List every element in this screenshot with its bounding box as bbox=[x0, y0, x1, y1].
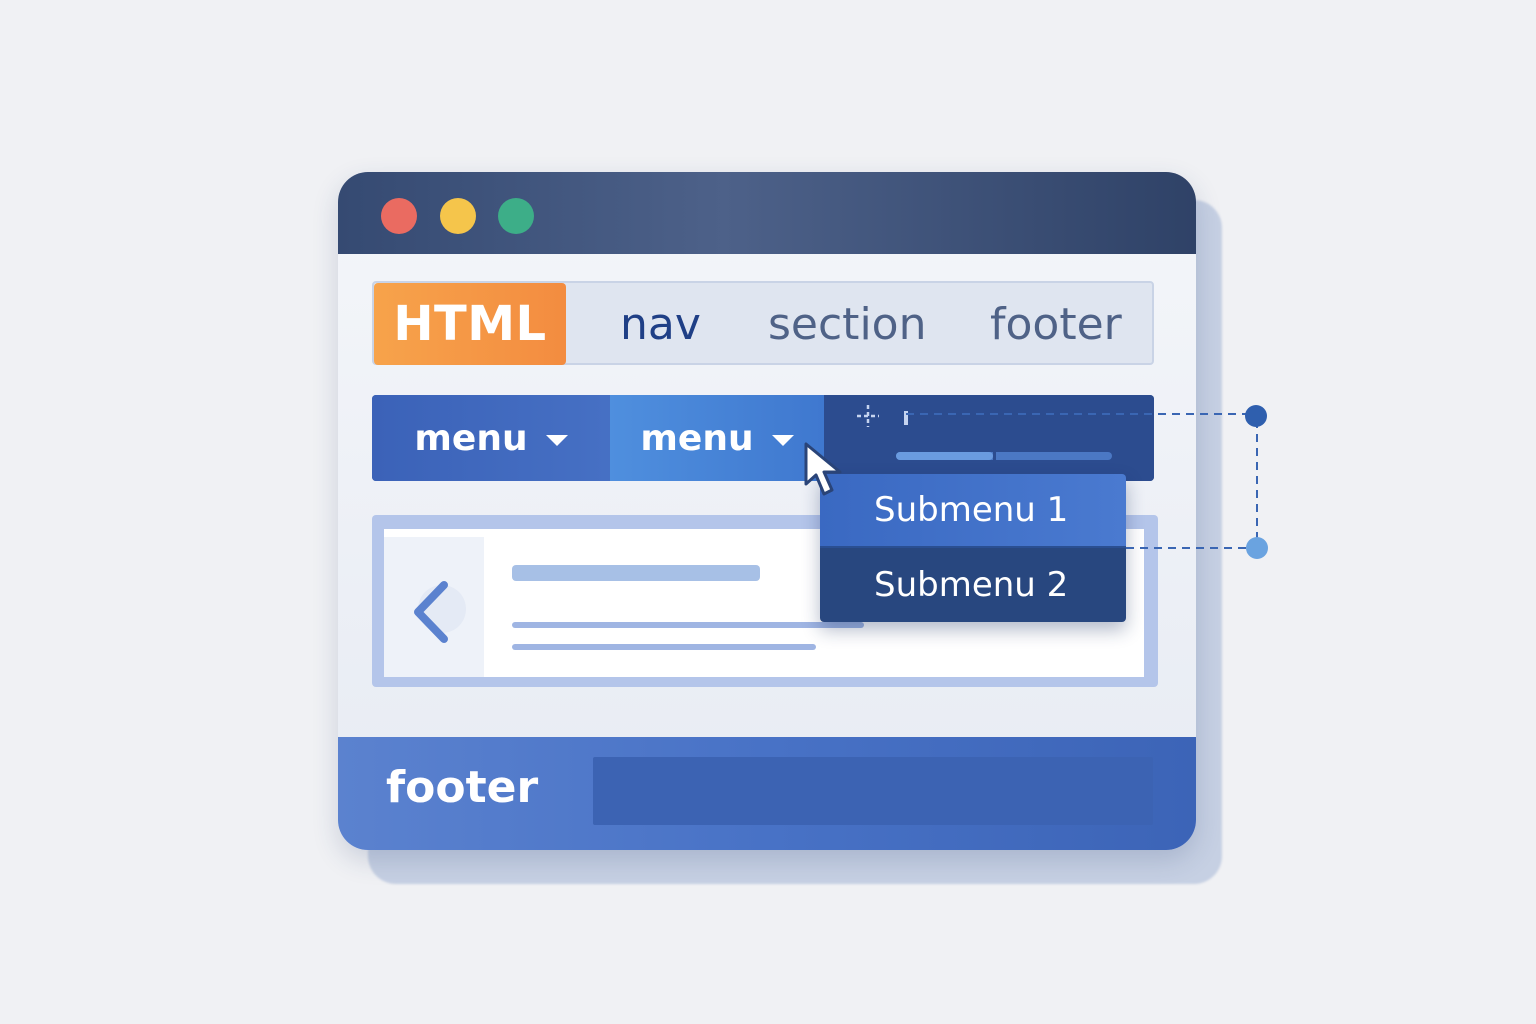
menu-button-2[interactable]: menu bbox=[610, 395, 824, 481]
content-text-line-placeholder bbox=[512, 622, 864, 628]
tab-nav[interactable]: nav bbox=[620, 298, 701, 350]
content-heading-placeholder bbox=[512, 565, 760, 581]
tab-footer[interactable]: footer bbox=[990, 298, 1122, 350]
title-bar bbox=[338, 172, 1196, 254]
chevron-left-icon bbox=[414, 581, 466, 643]
submenu-item-2[interactable]: Submenu 2 bbox=[820, 546, 1126, 622]
maximize-window-button[interactable] bbox=[498, 198, 534, 234]
tab-section[interactable]: section bbox=[768, 298, 927, 350]
chevron-down-icon bbox=[771, 434, 794, 446]
back-button[interactable] bbox=[384, 537, 484, 677]
close-window-button[interactable] bbox=[381, 198, 417, 234]
chevron-down-icon bbox=[545, 434, 568, 446]
mouse-pointer-icon bbox=[804, 442, 842, 496]
crosshair-icon bbox=[857, 405, 879, 427]
measure-tick-icon bbox=[904, 411, 908, 425]
progress-bar-fill bbox=[896, 452, 993, 460]
progress-bar bbox=[896, 452, 1112, 460]
footer-field bbox=[593, 757, 1153, 825]
progress-bar-divider bbox=[993, 452, 996, 460]
menu-bar: menu menu bbox=[372, 395, 1154, 481]
minimize-window-button[interactable] bbox=[440, 198, 476, 234]
tab-html[interactable]: HTML bbox=[374, 283, 566, 365]
menu-button-2-label: menu bbox=[640, 417, 754, 459]
footer-bar: footer bbox=[338, 737, 1196, 850]
submenu-item-1[interactable]: Submenu 1 bbox=[820, 474, 1126, 546]
menu-button-1[interactable]: menu bbox=[372, 395, 610, 481]
measure-handle-top[interactable] bbox=[1245, 405, 1267, 427]
submenu-dropdown: Submenu 1 Submenu 2 bbox=[820, 474, 1126, 622]
tag-tab-bar: HTML nav section footer bbox=[372, 281, 1154, 365]
menu-button-1-label: menu bbox=[414, 417, 528, 459]
measure-handle-bottom[interactable] bbox=[1246, 537, 1268, 559]
menu-bar-right-area bbox=[824, 395, 1154, 481]
footer-label: footer bbox=[386, 761, 539, 813]
content-text-line-placeholder bbox=[512, 644, 816, 650]
